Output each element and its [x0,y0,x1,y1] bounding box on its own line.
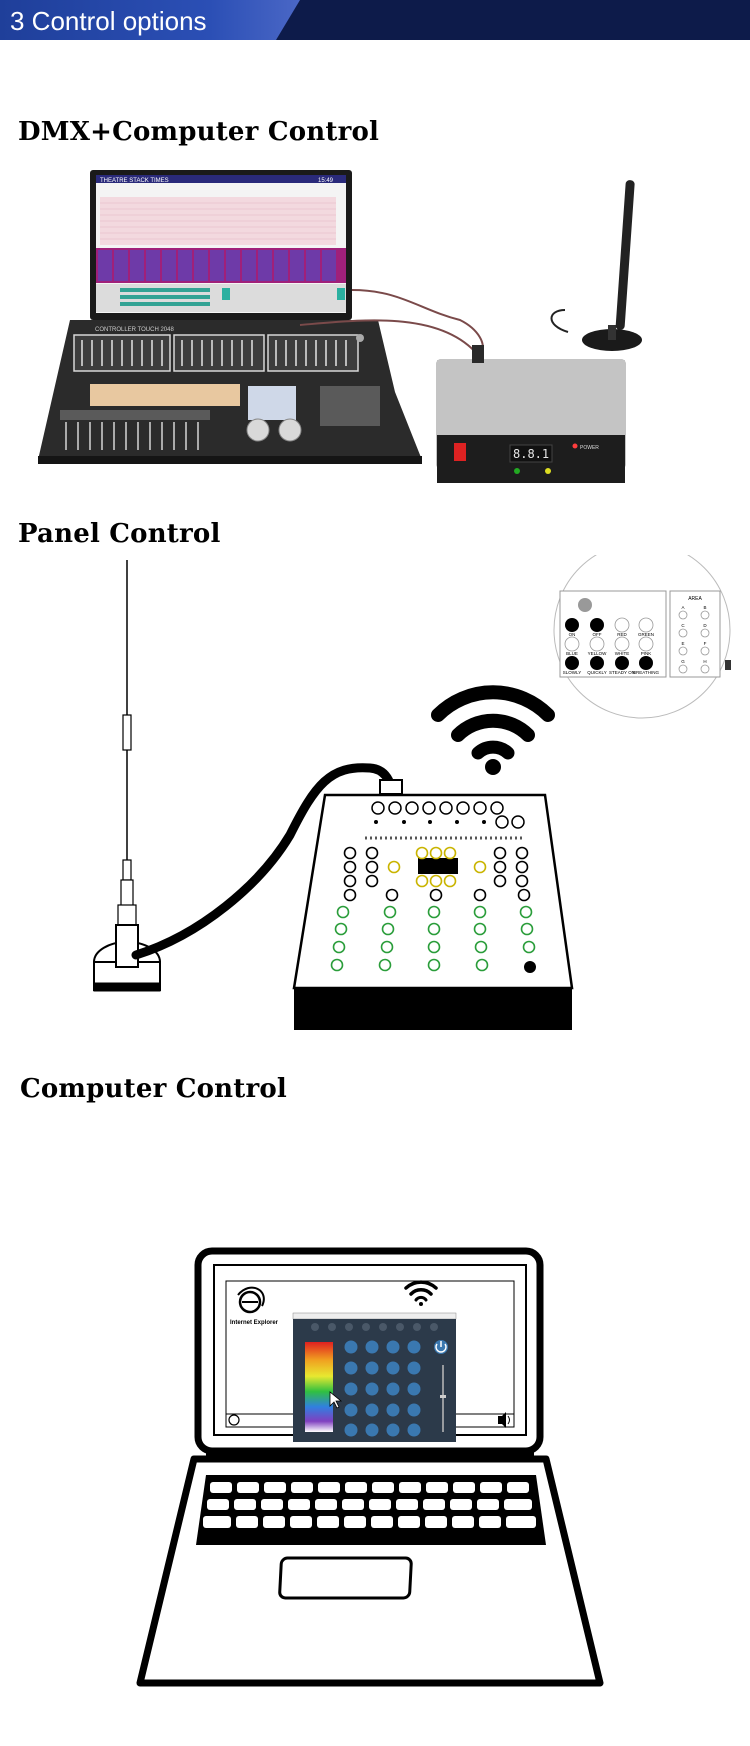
whip-antenna [93,560,161,992]
monitor-title-text: THEATRE STACK TIMES [100,178,169,184]
dmx-display-value: 8.8.1 [513,447,549,461]
trackpad [278,1556,413,1600]
section-heading-panel: Panel Control [18,519,221,549]
power-icon [434,1340,448,1354]
antenna [550,180,642,351]
section-heading-computer: Computer Control [20,1074,287,1104]
zoom-label-white: WHITE [615,651,630,656]
lighting-console: CONTROLLER TOUCH 2048 [38,320,422,464]
zoom-label-slowly: SLOWLY [563,670,581,675]
banner-tab [0,0,300,40]
mouse-cursor-icon [329,1391,343,1409]
wifi-icon [431,685,555,775]
panel-control-illustration: ON OFF RED GREEN BLUE YELLOW WHITE PINK … [93,555,731,1030]
area-key-d: D [703,623,707,628]
zoom-label-yellow: YELLOW [588,651,608,656]
area-key-f: F [704,641,707,646]
zoom-label-off: OFF [593,632,602,637]
zoom-label-quickly: QUICKLY [587,670,606,675]
zoom-label-breathing: BREATHING [633,670,659,675]
dmx-computer-illustration: THEATRE STACK TIMES 15:49 [38,170,642,483]
ie-label: Internet Explorer [230,1320,279,1326]
area-key-h: H [703,659,706,664]
area-key-e: E [681,641,684,646]
area-key-b: B [703,605,706,610]
section-heading-dmx: DMX+Computer Control [18,117,380,147]
panel-zoom-callout: ON OFF RED GREEN BLUE YELLOW WHITE PINK … [553,555,731,719]
start-icon [228,1414,240,1426]
top-banner: 3 Control options [0,0,750,40]
area-key-a: A [681,605,684,610]
monitor: THEATRE STACK TIMES 15:49 [90,170,352,332]
speaker-icon [498,1412,510,1428]
monitor-time-text: 15:49 [318,178,334,184]
app-window [292,1312,457,1442]
console-brand-text: CONTROLLER TOUCH 2048 [95,327,174,333]
laptop-wifi-icon [404,1280,438,1306]
power-label: POWER [580,445,599,451]
zoom-label-steady-on: STEADY ON [609,670,635,675]
dmx-receiver-box: 8.8.1 POWER [436,345,626,483]
zoom-label-on: ON [569,632,576,637]
zoom-label-pink: PINK [641,651,652,656]
area-key-g: G [681,659,685,664]
internet-explorer-icon [237,1286,265,1314]
zoom-label-green: GREEN [638,632,654,637]
banner-title: 3 Control options [10,6,207,36]
laptop: Internet Explorer [136,1247,604,1687]
zoom-area-title: AREA [688,596,702,602]
area-key-c: C [681,623,685,628]
zoom-label-blue: BLUE [566,651,578,656]
computer-control-illustration: Internet Explorer [136,1247,604,1687]
control-panel-box [292,793,574,1030]
zoom-label-red: RED [617,632,627,637]
